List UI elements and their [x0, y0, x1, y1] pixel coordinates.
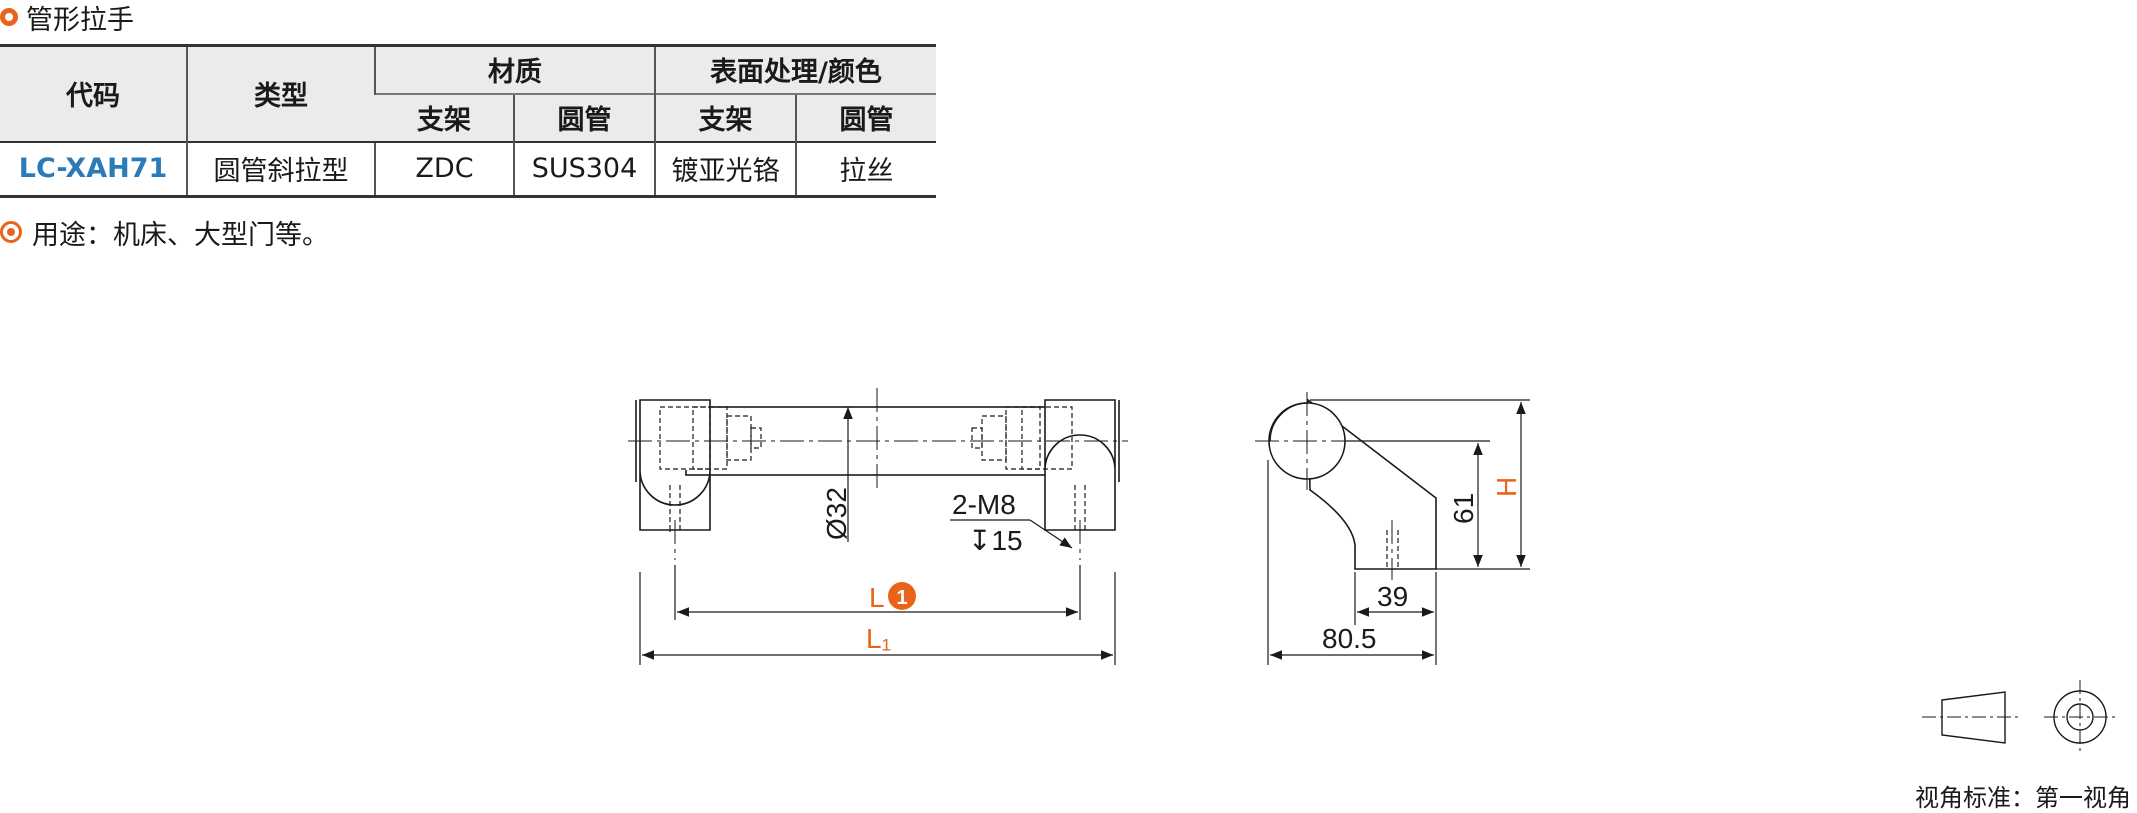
cell-code[interactable]: LC-XAH71: [0, 140, 187, 198]
spec-table: 代码 类型 材质 表面处理/颜色 支架 圆管 支架 圆管 LC-XAH71 圆管…: [0, 44, 936, 198]
L-marker-circle: [888, 582, 916, 610]
front-dims: [639, 407, 1116, 665]
usage-line: 用途：机床、大型门等。: [0, 215, 329, 251]
dim-61-label: 61: [1448, 493, 1479, 524]
depth-label: ↧15: [968, 525, 1023, 556]
center-lines: [628, 388, 1128, 560]
thread-label: 2-M8: [952, 489, 1016, 520]
header-type: 类型: [186, 44, 375, 142]
cell-surface-tube: 拉丝: [795, 140, 936, 198]
dia-label: Ø32: [821, 487, 852, 540]
ring-bullet-icon: [0, 8, 18, 26]
cell-material-tube: SUS304: [513, 140, 655, 198]
dim-H-label: H: [1491, 477, 1522, 497]
right-bracket: [1044, 399, 1116, 531]
first-angle-projection-icon: [1922, 680, 2116, 755]
L1-label: L₁: [866, 623, 891, 654]
view-standard-label: 视角标准：第一视角: [1915, 784, 2131, 812]
side-dims: [1267, 399, 1530, 665]
title-text: 管形拉手: [26, 4, 134, 36]
usage-text: 用途：机床、大型门等。: [32, 219, 329, 251]
target-bullet-icon: [0, 221, 22, 243]
left-bracket: [639, 399, 711, 531]
L-label: L: [869, 582, 885, 613]
header-surface: 表面处理/颜色: [654, 44, 936, 94]
thread-leader: [1029, 519, 1073, 549]
header-material-tube: 圆管: [513, 92, 655, 142]
header-material-bracket: 支架: [375, 92, 514, 142]
hidden-lines: [659, 406, 1086, 532]
header-material: 材质: [374, 44, 655, 94]
section-title: 管形拉手: [0, 0, 134, 36]
front-view: [628, 388, 1128, 560]
table-row: LC-XAH71 圆管斜拉型 ZDC SUS304 镀亚光铬 拉丝: [0, 140, 936, 198]
cell-material-bracket: ZDC: [374, 140, 514, 198]
side-view: [1255, 392, 1437, 580]
cell-surface-bracket: 镀亚光铬: [654, 140, 796, 198]
header-surface-tube: 圆管: [795, 92, 936, 142]
header-surface-bracket: 支架: [654, 92, 796, 142]
cell-type: 圆管斜拉型: [186, 140, 375, 198]
L-marker-number: 1: [896, 587, 907, 609]
header-code: 代码: [0, 44, 187, 142]
dim-80-label: 80.5: [1322, 623, 1377, 654]
dim-39-label: 39: [1377, 581, 1408, 612]
